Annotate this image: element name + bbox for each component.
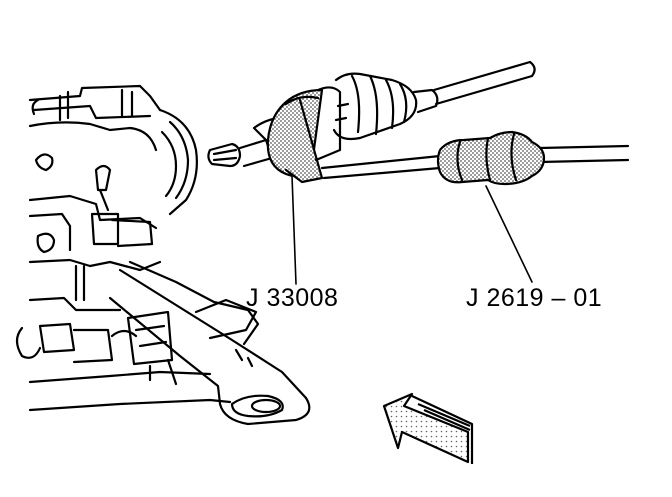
direction-arrow-icon [382, 392, 474, 464]
leader-lines [291, 175, 533, 285]
transmission-housing [15, 84, 232, 412]
axle-extension [432, 60, 536, 106]
cross-member [108, 260, 311, 426]
puller-body [266, 72, 439, 184]
slide-hammer [320, 130, 630, 186]
leader-line-b [485, 185, 533, 283]
leader-line-a [291, 175, 297, 285]
callout-j-2619-01: J 2619 – 01 [466, 284, 603, 312]
callout-j-33008: J 33008 [246, 284, 339, 312]
